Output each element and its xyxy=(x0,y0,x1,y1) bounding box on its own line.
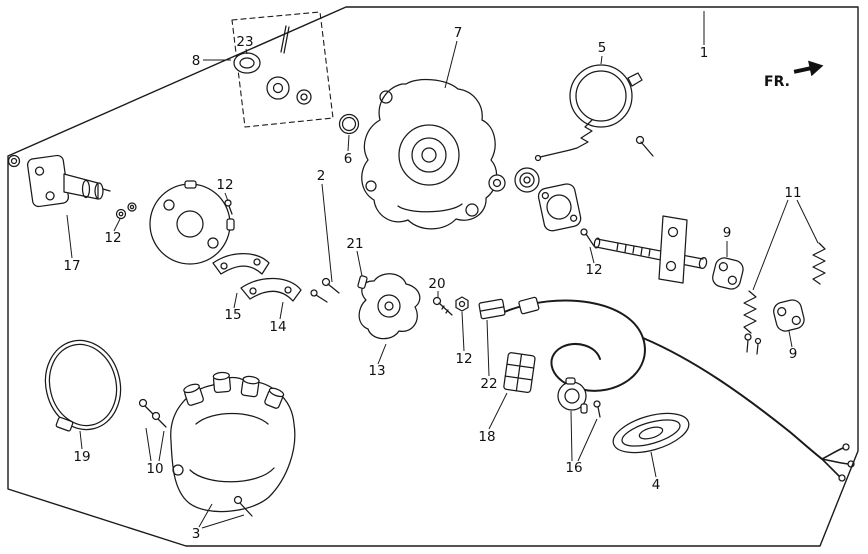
part-21-pin xyxy=(357,275,368,290)
part-16-seal xyxy=(557,377,601,418)
part-12-screw-shaft xyxy=(580,228,595,247)
part-18-connector xyxy=(503,352,536,394)
part-12-nut xyxy=(455,296,469,312)
callout-1: 1 xyxy=(700,45,709,61)
callout-18: 18 xyxy=(478,429,495,445)
part-9-cap-lower xyxy=(773,299,805,332)
part-22-terminal xyxy=(478,296,540,320)
part-bearing-washers xyxy=(488,167,540,193)
callout-14: 14 xyxy=(269,319,286,335)
part-12-washers-left xyxy=(115,202,137,220)
part-9-cap-upper xyxy=(712,257,744,290)
callout-7: 7 xyxy=(454,25,463,41)
callout-12b: 12 xyxy=(104,230,121,246)
callout-2: 2 xyxy=(317,168,326,184)
callout-13: 13 xyxy=(368,363,385,379)
fr-direction-indicator: FR. xyxy=(764,60,824,90)
part-23-cap xyxy=(233,25,312,105)
part-7-housing xyxy=(361,78,498,230)
part-14-plate xyxy=(240,277,328,303)
callout-12c: 12 xyxy=(585,262,602,278)
callout-20: 20 xyxy=(428,276,445,292)
callout-22: 22 xyxy=(480,376,497,392)
callout-10: 10 xyxy=(146,461,163,477)
part-wire-harness xyxy=(503,299,855,482)
leader-lines xyxy=(66,11,819,529)
part-3-cap xyxy=(170,371,296,517)
callout-4: 4 xyxy=(652,477,661,493)
part-drive-shaft xyxy=(593,237,708,270)
callout-5: 5 xyxy=(598,40,607,56)
diagram-border xyxy=(7,6,859,547)
part-4-clamp xyxy=(612,412,690,454)
part-11-springs xyxy=(743,242,826,355)
part-15-plate xyxy=(212,253,270,275)
part-gasket-plate xyxy=(537,183,582,232)
part-19-ring xyxy=(44,339,122,432)
fr-arrow-icon xyxy=(793,60,824,77)
callout-labels: 1 2 3 4 5 6 7 8 9 9 10 11 12 12 12 12 13… xyxy=(63,25,801,542)
callout-8: 8 xyxy=(192,53,201,69)
callout-19: 19 xyxy=(73,449,90,465)
callout-15: 15 xyxy=(224,307,241,323)
callout-6: 6 xyxy=(344,151,353,167)
callout-9b: 9 xyxy=(789,346,798,362)
part-5-vacuum-advance xyxy=(534,64,654,162)
part-6-oring xyxy=(338,113,360,135)
callout-23: 23 xyxy=(236,34,253,50)
callout-9a: 9 xyxy=(723,225,732,241)
part-mount-bracket xyxy=(658,215,688,284)
part-2-screw xyxy=(321,277,340,294)
callout-11: 11 xyxy=(784,185,801,201)
subassembly-dashed-box xyxy=(231,11,334,128)
fr-label: FR. xyxy=(764,74,790,90)
callout-21: 21 xyxy=(346,236,363,252)
part-17-coupling xyxy=(7,154,111,208)
callout-3: 3 xyxy=(192,526,201,542)
part-20-screw xyxy=(432,296,453,316)
callout-12a: 12 xyxy=(216,177,233,193)
callout-12d: 12 xyxy=(455,351,472,367)
part-breaker-plate xyxy=(149,180,235,265)
part-10-screws xyxy=(138,398,167,428)
callout-16: 16 xyxy=(565,460,582,476)
callout-17: 17 xyxy=(63,258,80,274)
part-13-rotor xyxy=(358,273,421,340)
